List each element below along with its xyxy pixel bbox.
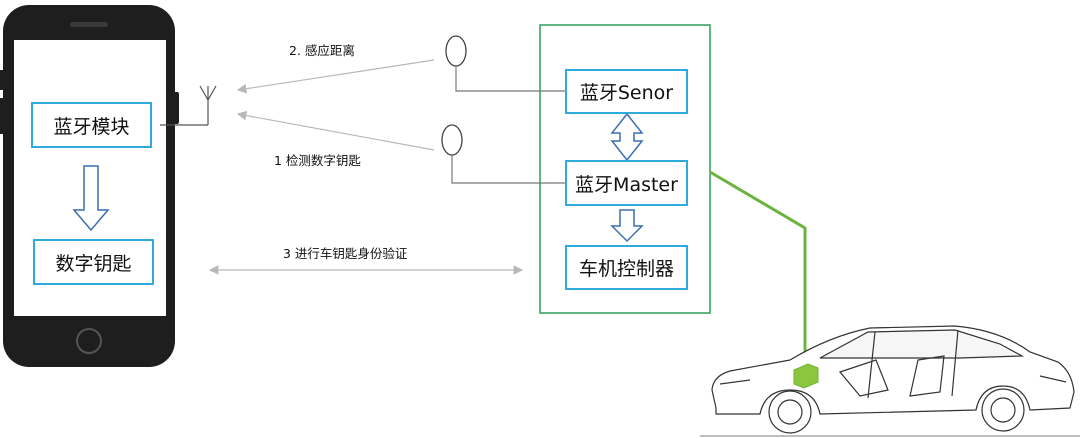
- bt-sensor-box: 蓝牙Senor: [565, 69, 688, 114]
- digital-key-box: 数字钥匙: [33, 239, 154, 285]
- master-down-arrow: [610, 209, 644, 243]
- sensor-wire: [455, 66, 566, 92]
- car-illustration: [700, 325, 1080, 437]
- digital-key-label: 数字钥匙: [55, 252, 132, 275]
- arrow-distance: [236, 59, 435, 94]
- bluetooth-module-box: 蓝牙模块: [31, 102, 152, 148]
- bt-master-box: 蓝牙Master: [565, 160, 688, 206]
- double-arrow: [610, 112, 644, 162]
- car-connector-line: [709, 170, 807, 362]
- antenna-icon: [160, 85, 217, 126]
- phone-down-arrow: [72, 165, 110, 232]
- bluetooth-module-label: 蓝牙模块: [53, 115, 130, 138]
- master-antenna-oval: [441, 124, 463, 156]
- controller-box: 车机控制器: [565, 245, 688, 290]
- bt-sensor-label: 蓝牙Senor: [579, 82, 674, 104]
- step2-label: 2. 感应距离: [289, 43, 355, 58]
- controller-label: 车机控制器: [578, 258, 674, 280]
- car-system-frame: [539, 24, 711, 314]
- step3-label: 3 进行车钥匙身份验证: [283, 246, 408, 261]
- bt-master-label: 蓝牙Master: [575, 173, 678, 196]
- master-wire: [451, 155, 566, 184]
- sensor-antenna-oval: [445, 35, 467, 67]
- arrow-detect: [236, 110, 435, 151]
- car-module-box: [793, 363, 819, 389]
- step1-label: 1 检测数字钥匙: [274, 153, 361, 168]
